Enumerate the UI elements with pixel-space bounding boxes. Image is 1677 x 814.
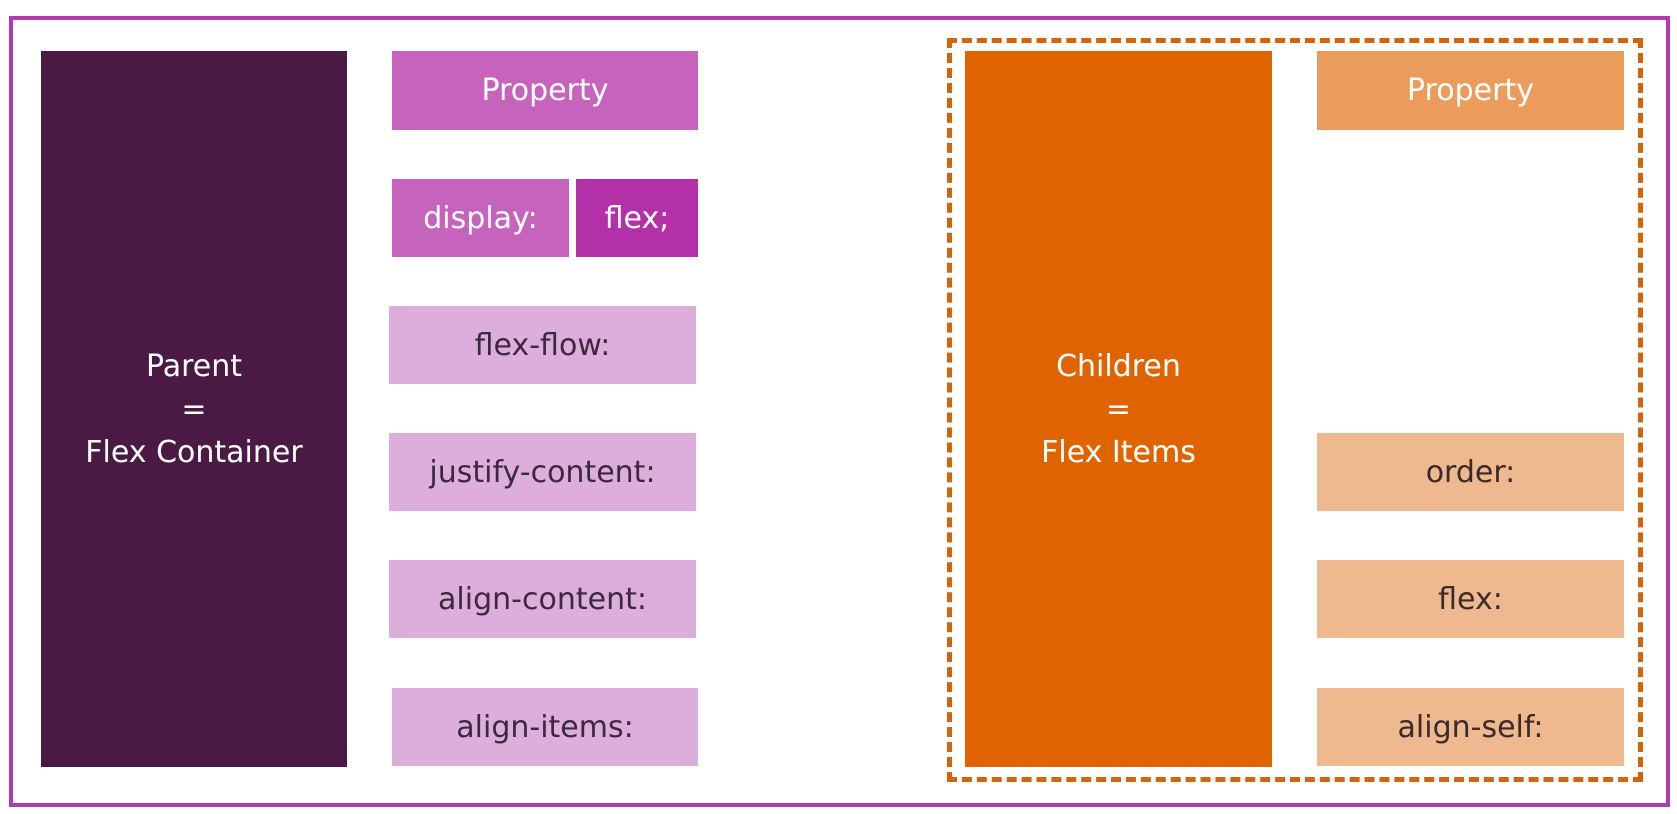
order-property: order: bbox=[1317, 433, 1624, 511]
align-self-property: align-self: bbox=[1317, 688, 1624, 766]
justify-content-property: justify-content: bbox=[389, 433, 696, 511]
display-property: display: bbox=[392, 179, 569, 257]
display-flex-value: flex; bbox=[576, 179, 698, 257]
children-subtitle: Flex Items bbox=[1041, 434, 1196, 470]
align-content-property: align-content: bbox=[389, 560, 696, 638]
children-equals: = bbox=[1105, 391, 1132, 427]
parent-property-header: Property bbox=[392, 51, 698, 130]
children-flex-items-box: Children = Flex Items bbox=[965, 51, 1272, 767]
flex-flow-property: flex-flow: bbox=[389, 306, 696, 384]
child-property-header: Property bbox=[1317, 51, 1624, 130]
parent-title: Parent bbox=[145, 348, 243, 384]
parent-flex-container-box: Parent = Flex Container bbox=[41, 51, 347, 767]
parent-subtitle: Flex Container bbox=[85, 434, 303, 470]
align-items-property: align-items: bbox=[392, 688, 698, 766]
flex-property: flex: bbox=[1317, 560, 1624, 638]
children-title: Children bbox=[1056, 348, 1181, 384]
flex-items-dashed-outline bbox=[947, 38, 1643, 782]
outer-frame bbox=[9, 16, 1670, 807]
parent-equals: = bbox=[181, 391, 207, 427]
